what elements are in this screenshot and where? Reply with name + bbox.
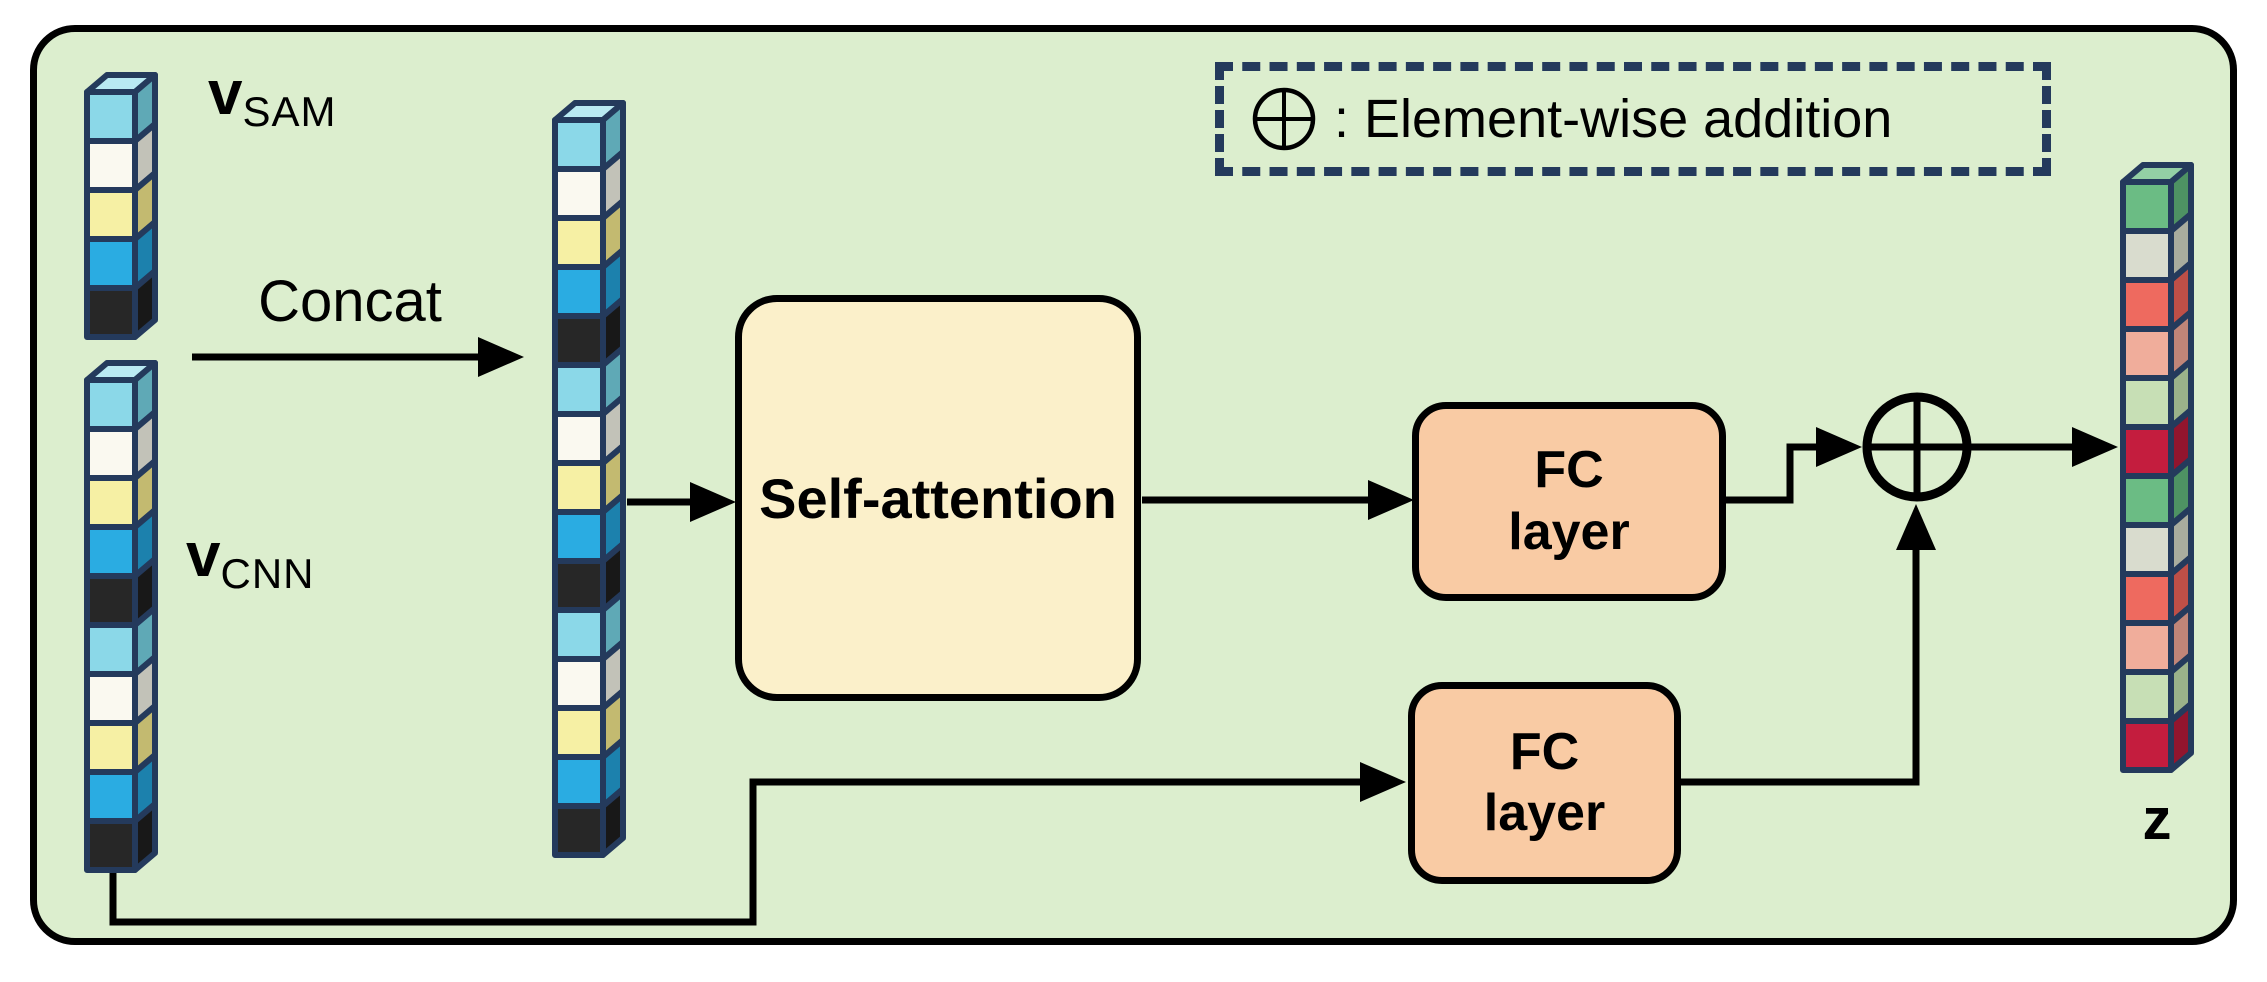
plus-circle-icon — [1252, 87, 1316, 151]
self-attention-label: Self-attention — [759, 466, 1117, 530]
vector-stack-v-cnn — [84, 360, 158, 878]
fc-layer-top-box: FC layer — [1412, 402, 1726, 601]
fc-layer-top-line1: FC — [1534, 441, 1604, 500]
vector-stack-concat — [552, 100, 626, 863]
label-v-sam-subscript: SAM — [242, 88, 337, 135]
label-v-sam-base: v — [208, 59, 243, 128]
fc-layer-bottom-line2: layer — [1483, 784, 1606, 842]
label-z: z — [2142, 787, 2172, 852]
label-v-sam: vSAM — [208, 58, 337, 135]
label-v-cnn-base: v — [186, 521, 221, 590]
label-v-cnn-subscript: CNN — [220, 550, 315, 597]
self-attention-box: Self-attention — [735, 295, 1141, 701]
vector-stack-v-sam — [84, 72, 158, 345]
fc-layer-bottom-line1: FC — [1509, 722, 1580, 781]
label-v-cnn: vCNN — [186, 520, 314, 597]
legend-box: : Element-wise addition — [1215, 62, 2051, 176]
fc-layer-bottom-box: FC layer — [1408, 682, 1681, 884]
vector-stack-z — [2120, 162, 2194, 778]
label-concat: Concat — [258, 269, 442, 334]
legend-text: : Element-wise addition — [1334, 89, 1893, 149]
fc-layer-top-line2: layer — [1508, 502, 1630, 561]
